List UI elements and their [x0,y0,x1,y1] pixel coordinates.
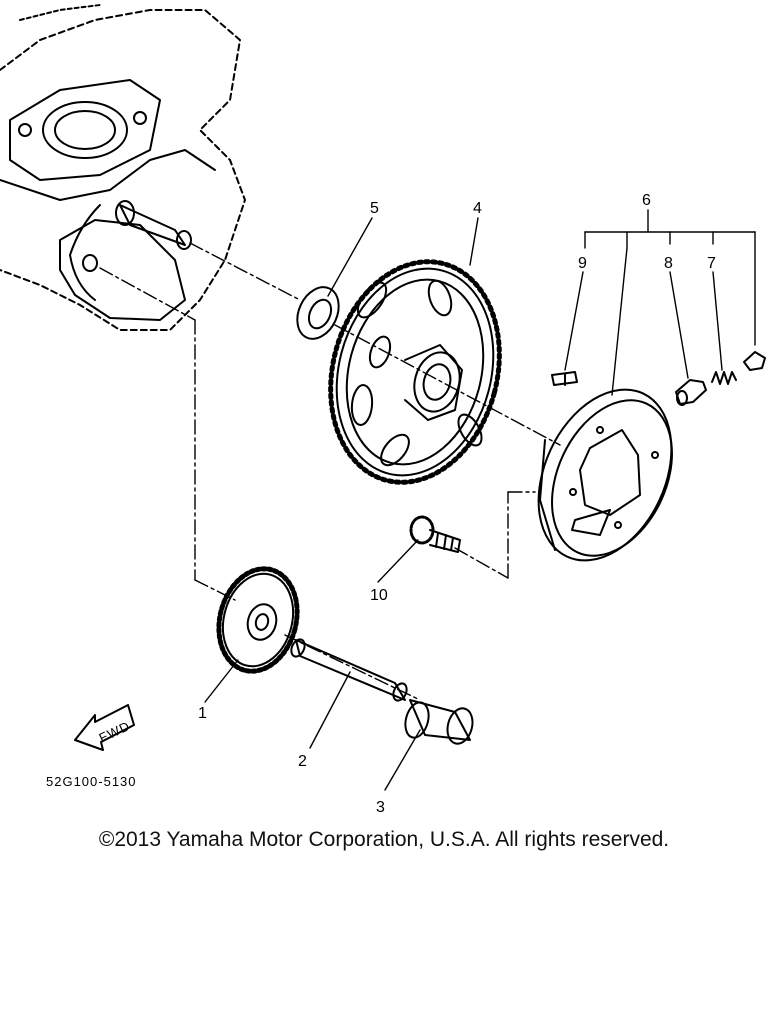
leader-lines [204,209,756,791]
part-2-shaft [290,638,408,702]
part-7-spring [711,371,737,385]
exploded-parts-diagram: 1 2 3 4 5 6 7 8 9 10 FWD 52G100-5130 [0,4,766,816]
engine-case [0,4,246,331]
part-8-plunger [675,379,707,406]
part-5-washer [296,286,340,340]
fwd-label: FWD [97,718,133,745]
part-1-small-gear [216,566,300,674]
part-6-cap [743,351,766,371]
callout-1: 1 [198,705,207,722]
callout-3: 3 [376,799,385,816]
engine-shaft-stub [82,200,192,272]
part-4-large-gear [328,259,502,485]
callout-8: 8 [664,255,673,272]
part-9-roller [551,371,578,386]
callout-7: 7 [707,255,716,272]
callout-5: 5 [370,200,379,217]
callout-10: 10 [370,587,388,604]
callout-9: 9 [578,255,587,272]
part-10-bolt [409,515,461,553]
copyright-notice: ©2013 Yamaha Motor Corporation, U.S.A. A… [98,828,670,851]
part-6-starter-clutch [537,388,673,562]
part-3-collar [404,699,474,745]
callout-6: 6 [642,192,651,209]
callout-4: 4 [473,200,482,217]
fwd-arrow-icon [74,704,135,751]
callout-2: 2 [298,753,307,770]
part-number: 52G100-5130 [46,774,137,789]
